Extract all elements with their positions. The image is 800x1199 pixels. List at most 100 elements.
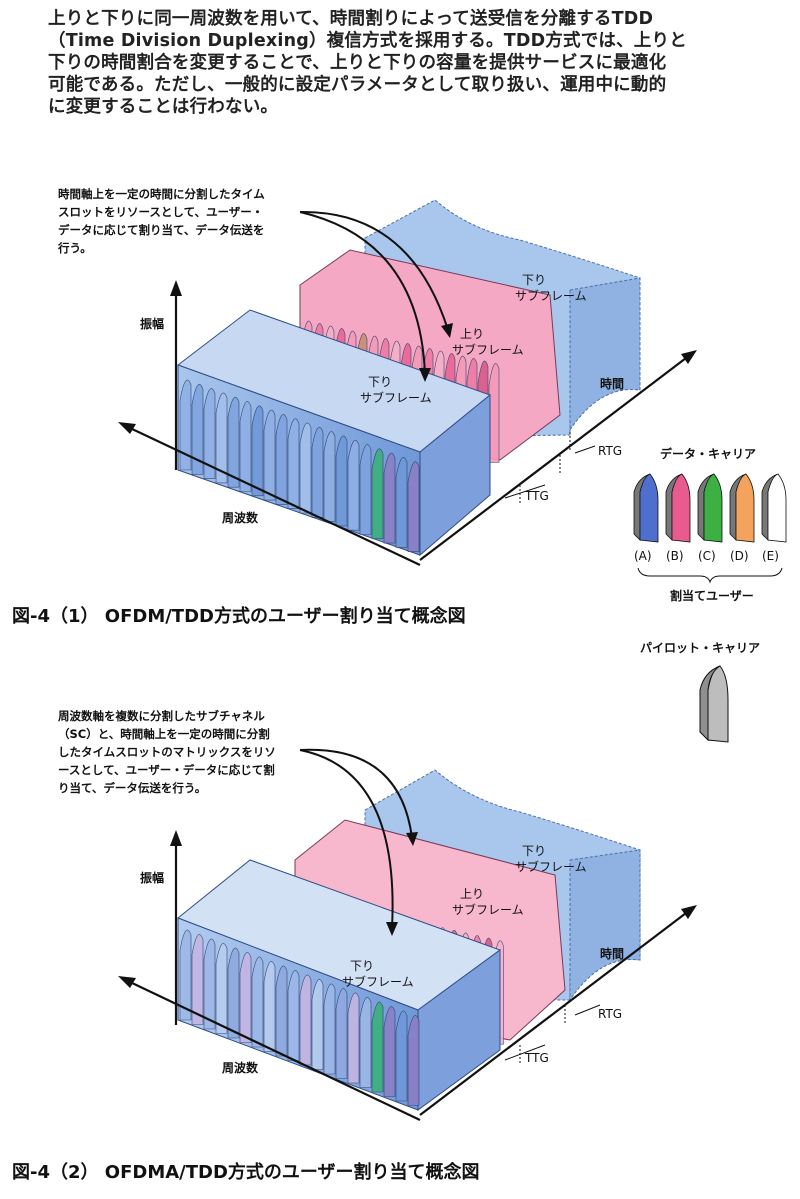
subcarrier-shape	[347, 992, 360, 1084]
axes	[118, 280, 697, 566]
figure-note-line: したタイムスロットのマトリックスをリソ	[58, 745, 276, 759]
legend-carrier-icon	[639, 473, 659, 543]
subcarrier-shape	[488, 363, 500, 463]
subcarrier-shape	[335, 435, 348, 527]
annotation-arrows	[299, 210, 449, 376]
ttg-label: TTG	[524, 489, 549, 503]
subcarrier-shape	[275, 965, 288, 1057]
figure-note-line: 時間軸上を一定の時間に分割したタイム	[58, 187, 265, 201]
axis-time-label: 時間	[600, 946, 624, 961]
legend-carrier-icon	[671, 473, 691, 543]
legend-carrier-icon	[767, 473, 787, 543]
downlink-front-label: サブフレーム	[360, 390, 432, 405]
subcarrier-shape	[299, 974, 312, 1066]
figure-1-diagram: 時間軸上を一定の時間に分割したタイム スロットをリソースとして、ユーザー・ デー…	[57, 187, 697, 566]
subcarrier-shape	[227, 947, 240, 1039]
axis-amplitude-label: 振幅	[140, 316, 164, 331]
axis-frequency-label: 周波数	[222, 1060, 259, 1075]
gap-markers	[504, 1004, 601, 1065]
subcarrier-shape	[359, 444, 372, 535]
gap-markers	[504, 432, 596, 505]
subcarrier-shape	[275, 414, 288, 505]
figure-note-line: （SC）と、時間軸上を一定の時間に分割	[58, 727, 270, 741]
legend-title: データ・キャリア	[660, 446, 756, 461]
arrowhead	[441, 323, 453, 338]
downlink-back-label: 下り	[522, 844, 546, 858]
subcarrier-shape	[359, 997, 372, 1088]
uplink-label: サブフレーム	[452, 342, 524, 357]
figure-note-line: り当て、データ伝送を行う。	[58, 781, 206, 795]
legend-group-label: 割当てユーザー	[670, 588, 754, 603]
figure-2-diagram: 周波数軸を複数に分割したサブチャネル （SC）と、時間軸上を一定の時間に分割 し…	[58, 709, 697, 1121]
downlink-front-label: 下り	[350, 959, 374, 973]
downlink-front-label: 下り	[368, 375, 392, 389]
axes	[118, 830, 697, 1121]
subcarrier-shape	[287, 970, 300, 1061]
subcarrier-shape	[215, 943, 228, 1034]
downlink-back-label: 下り	[522, 273, 546, 287]
arrowhead	[419, 368, 431, 382]
arrowhead	[386, 922, 398, 936]
legend-item-label: (A)	[634, 549, 652, 563]
subcarrier-shape	[311, 427, 324, 518]
rtg-label: RTG	[598, 1007, 622, 1021]
downlink-front-slab	[177, 859, 502, 1111]
legend-carrier-icon	[703, 473, 723, 543]
annotation-arrows	[299, 748, 413, 929]
subcarrier-shape	[239, 952, 252, 1043]
figure-note-line: データに応じて割り当て、データ伝送を	[58, 223, 264, 237]
legend-item-label: (E)	[762, 549, 779, 563]
subcarrier-shape	[311, 979, 324, 1070]
carrier-legend: データ・キャリア (A)(B)(C)(D)(E) 割当てユーザー パイロット・キ…	[633, 446, 787, 743]
subcarrier-shape	[179, 929, 192, 1021]
figure-2-caption: 図-4（2） OFDMA/TDD方式のユーザー割り当て概念図	[12, 1162, 480, 1183]
downlink-back-label: サブフレーム	[515, 859, 587, 874]
axis-frequency-label: 周波数	[222, 510, 259, 525]
downlink-back-label: サブフレーム	[515, 288, 587, 303]
subcarrier-shape	[251, 956, 264, 1048]
legend-bracket	[637, 567, 783, 584]
figure-note-line: ースとして、ユーザー・データに応じて割	[58, 763, 275, 777]
subcarrier-shape	[227, 396, 240, 488]
subcarrier-shape	[191, 934, 204, 1025]
subcarrier-shape	[203, 938, 216, 1030]
subcarrier-shape	[371, 1001, 384, 1093]
subcarrier-shape	[383, 1006, 396, 1097]
subcarrier-shape	[383, 452, 396, 544]
subcarrier-shape	[407, 1015, 420, 1106]
uplink-label: サブフレーム	[452, 902, 524, 917]
figure-note-line: 行う。	[57, 241, 92, 255]
subcarrier-shape	[323, 983, 336, 1075]
subcarrier-shape	[371, 448, 384, 540]
subcarrier-shape	[335, 988, 348, 1079]
legend-item-label: (C)	[698, 549, 716, 563]
subcarrier-shape	[347, 439, 360, 531]
axis-time-label: 時間	[600, 376, 624, 391]
downlink-front-slab	[176, 309, 492, 557]
intro-line: （Time Division Duplexing）複信方式を採用する。TDD方式…	[48, 31, 687, 51]
pilot-carrier-side	[699, 665, 721, 742]
pilot-carrier-label: パイロット・キャリア	[640, 641, 760, 655]
subcarrier-shape	[299, 422, 312, 514]
subcarrier-shape	[395, 457, 408, 548]
subcarrier-shape	[395, 1010, 408, 1102]
uplink-label: 上り	[460, 327, 484, 341]
subcarrier-shape	[323, 431, 336, 522]
subcarrier-shape	[215, 392, 228, 484]
subcarrier-shape	[239, 401, 252, 492]
subcarrier-shape	[263, 961, 276, 1052]
axis-amplitude-label: 振幅	[140, 870, 164, 885]
legend-item-label: (B)	[666, 549, 684, 563]
uplink-label: 上り	[460, 887, 484, 901]
intro-line: 可能である。ただし、一般的に設定パラメータとして取り扱い、運用中に動的	[48, 75, 667, 95]
subcarrier-shape	[251, 405, 264, 497]
ttg-label: TTG	[524, 1051, 549, 1065]
legend-carrier-icon	[735, 473, 755, 543]
downlink-front-label: サブフレーム	[342, 974, 414, 989]
rtg-label: RTG	[598, 444, 622, 458]
figure-note-line: スロットをリソースとして、ユーザー・	[58, 205, 263, 219]
subcarrier-shape	[287, 418, 300, 509]
figure-note-line: 周波数軸を複数に分割したサブチャネル	[58, 709, 265, 723]
subcarrier-shape	[263, 409, 276, 501]
intro-text: 上りと下りに同一周波数を用いて、時間割りによって送受信を分離するTDD （Tim…	[48, 8, 748, 118]
